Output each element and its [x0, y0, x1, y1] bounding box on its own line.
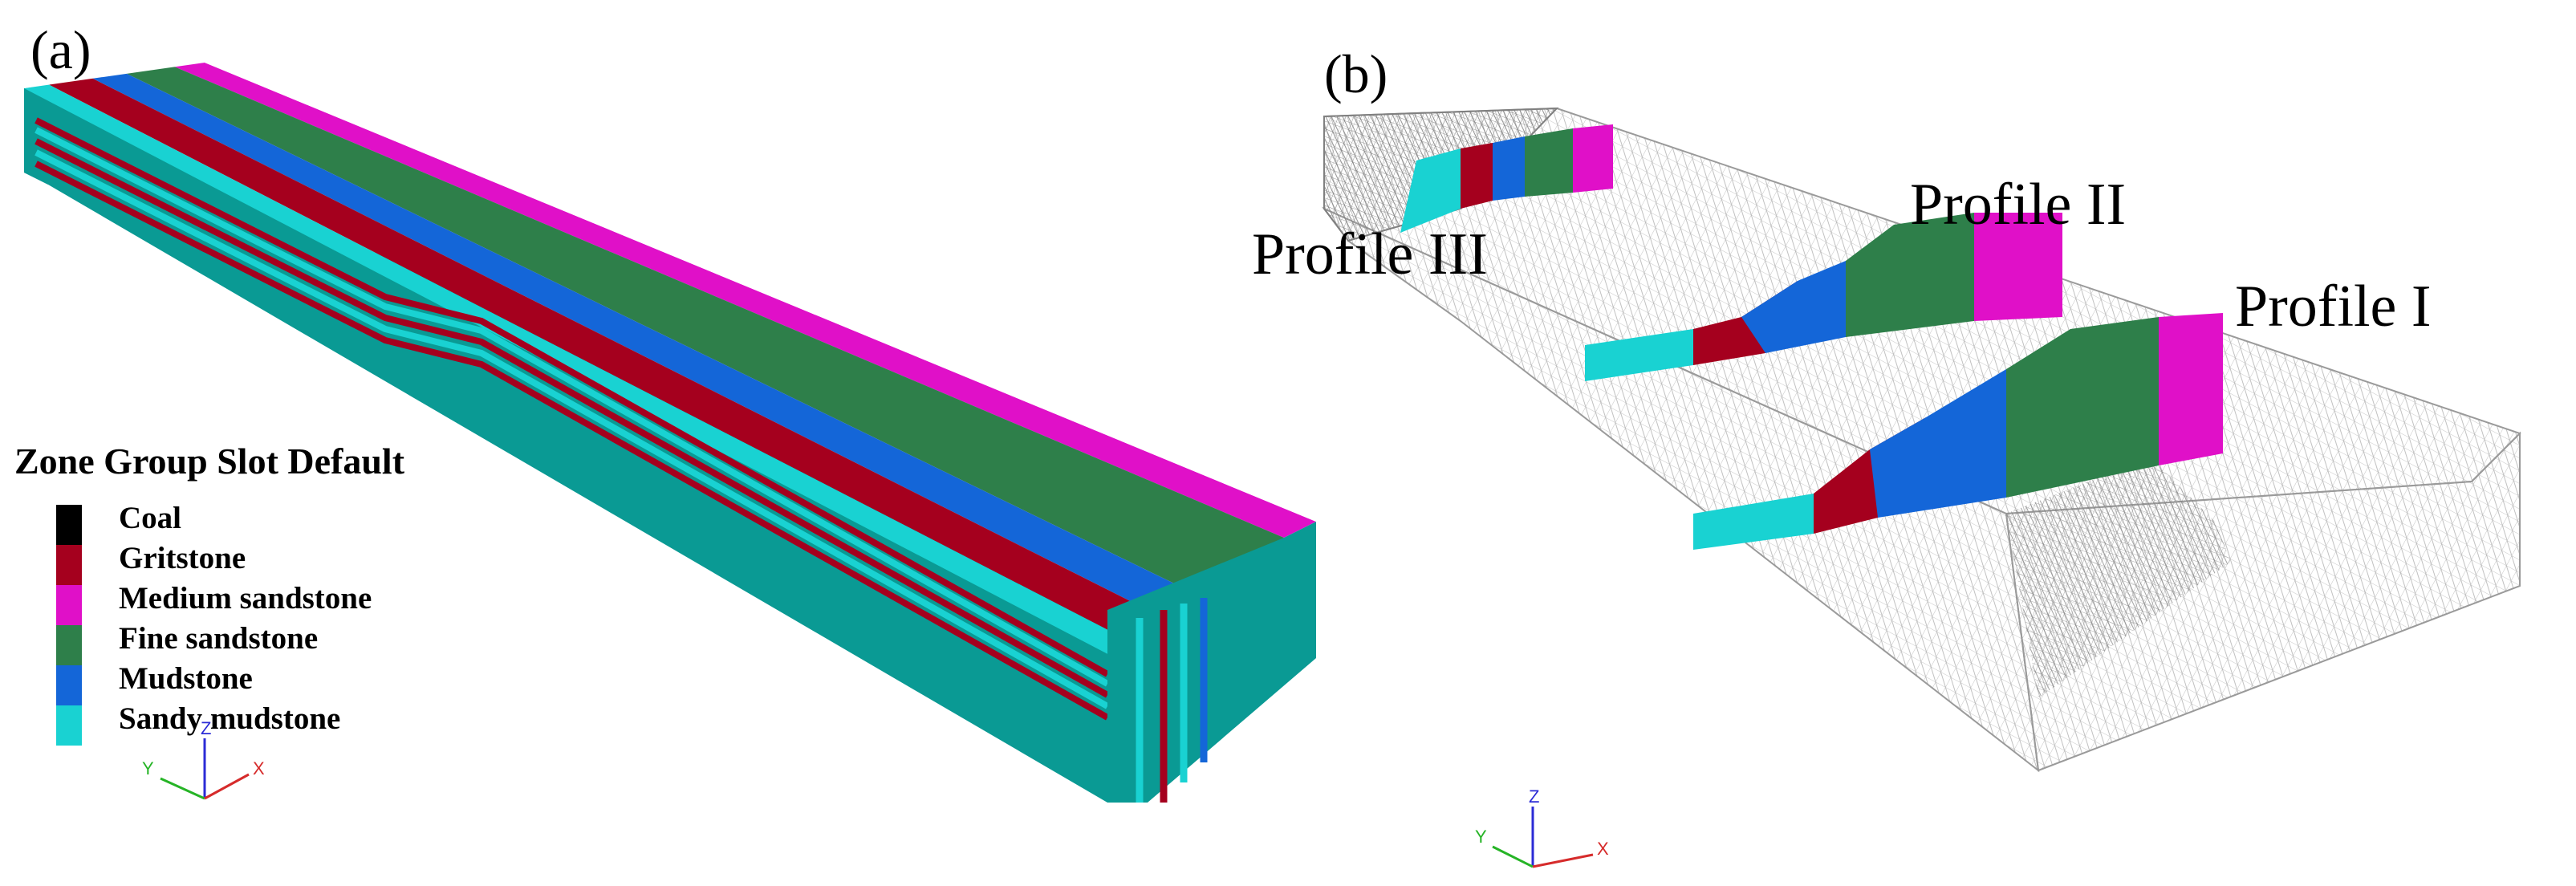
axis-y-label: Y	[142, 758, 154, 778]
legend-item: Fine sandstone	[14, 620, 560, 665]
panel-a: Z Y X (a) Zone Group Slot Default Coal G…	[14, 19, 1316, 803]
legend-item: Gritstone	[14, 540, 560, 585]
legend-label: Gritstone	[119, 541, 246, 575]
block-right-face	[1107, 522, 1316, 803]
axis-z-label: Z	[1529, 786, 1539, 807]
profile-3-section	[1400, 124, 1613, 233]
profile-label-2: Profile II	[1910, 172, 2127, 238]
mesh-cut-face	[2006, 457, 2231, 698]
legend-swatch-coal	[56, 505, 82, 545]
panel-label-b: (b)	[1324, 43, 1388, 104]
legend: Zone Group Slot Default Coal Gritstone M…	[14, 440, 560, 746]
layer-mudstone	[88, 71, 1204, 618]
legend-label: Mudstone	[119, 661, 253, 696]
layer-gritstone	[48, 76, 1164, 642]
model-block-3d: Z Y X	[24, 63, 1316, 803]
axis-y-label: Y	[1475, 827, 1487, 847]
legend-title: Zone Group Slot Default	[14, 441, 405, 482]
legend-item: Sandy mudstone	[14, 701, 560, 746]
profile-2-section	[1585, 213, 2062, 381]
legend-item: Mudstone	[14, 660, 560, 705]
axis-x-label: X	[253, 758, 265, 778]
axis-z-label: Z	[201, 718, 211, 738]
legend-swatch-mudstone	[56, 665, 82, 705]
legend-label: Fine sandstone	[119, 621, 319, 656]
layer-fine-sandstone	[120, 64, 1284, 598]
legend-item: Coal	[14, 500, 560, 545]
panel-label-a: (a)	[30, 19, 91, 80]
legend-item: Medium sandstone	[14, 580, 560, 625]
profile-1-section	[1693, 313, 2223, 550]
legend-label: Coal	[119, 501, 181, 535]
profile-label-1: Profile I	[2235, 274, 2432, 339]
profile-label-3: Profile III	[1252, 222, 1488, 287]
right-face-stripes	[1136, 598, 1208, 803]
axis-triad-b: Z Y X	[1475, 786, 1609, 868]
front-face-stripes	[35, 117, 1109, 721]
axis-x-label: X	[1597, 839, 1609, 859]
legend-swatch-medium-sandstone	[56, 585, 82, 625]
legend-label: Sandy mudstone	[119, 701, 341, 736]
axis-triad-a: Z Y X	[142, 718, 265, 800]
legend-swatch-gritstone	[56, 545, 82, 585]
layer-medium-sandstone	[169, 63, 1316, 538]
legend-label: Medium sandstone	[119, 581, 372, 616]
layer-sandy-mudstone	[24, 84, 1132, 658]
legend-swatch-sandy-mudstone	[56, 705, 82, 746]
legend-swatch-fine-sandstone	[56, 625, 82, 665]
panel-b: Z Y X (b) Profile III Profile II Profile…	[1204, 0, 2576, 886]
mesh-model-3d: Z Y X	[1321, 107, 2521, 868]
